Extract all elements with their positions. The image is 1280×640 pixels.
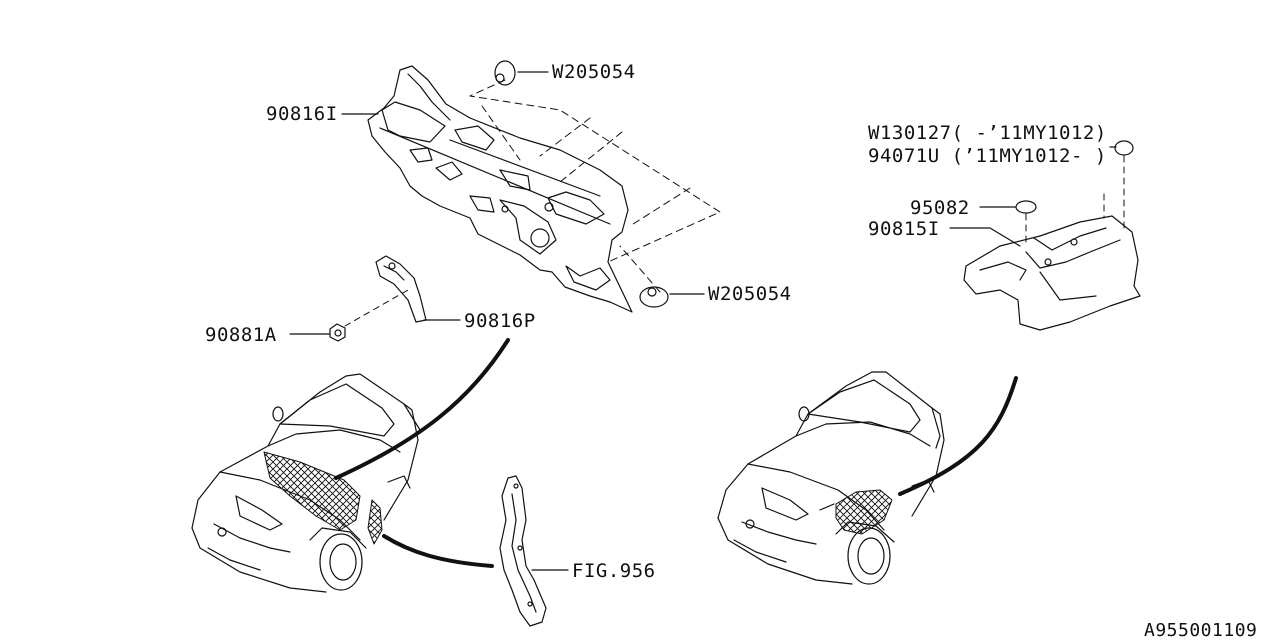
callout-94071U: 94071U (’11MY1012- ) bbox=[868, 145, 1107, 167]
callout-90816I: 90816I bbox=[266, 103, 338, 125]
callout-w130127: W130127( -’11MY1012) bbox=[868, 122, 1107, 144]
callout-95082: 95082 bbox=[910, 197, 970, 219]
panel-projection-lines bbox=[469, 79, 721, 293]
bracket-90816P bbox=[375, 255, 427, 323]
clip-w205054-mid bbox=[639, 286, 669, 308]
clip-w205054-top bbox=[494, 60, 516, 86]
callout-w205054-top: W205054 bbox=[552, 61, 636, 83]
callout-90881A: 90881A bbox=[205, 324, 277, 346]
clip-w130127 bbox=[1114, 140, 1134, 156]
insulator-panel-90816I bbox=[367, 65, 633, 313]
car-right bbox=[717, 371, 945, 585]
fender-seal-fig956 bbox=[499, 475, 547, 627]
nut-90881A bbox=[329, 323, 346, 342]
callout-fig956: FIG.956 bbox=[572, 560, 656, 582]
callout-w205054-mid: W205054 bbox=[708, 283, 792, 305]
callout-90816P: 90816P bbox=[464, 310, 536, 332]
clip-95082 bbox=[1015, 200, 1037, 214]
insulator-90815I bbox=[963, 215, 1141, 331]
diagram-code: A955001109 bbox=[1144, 620, 1258, 640]
car-left bbox=[191, 373, 421, 593]
callout-90815I: 90815I bbox=[868, 218, 940, 240]
